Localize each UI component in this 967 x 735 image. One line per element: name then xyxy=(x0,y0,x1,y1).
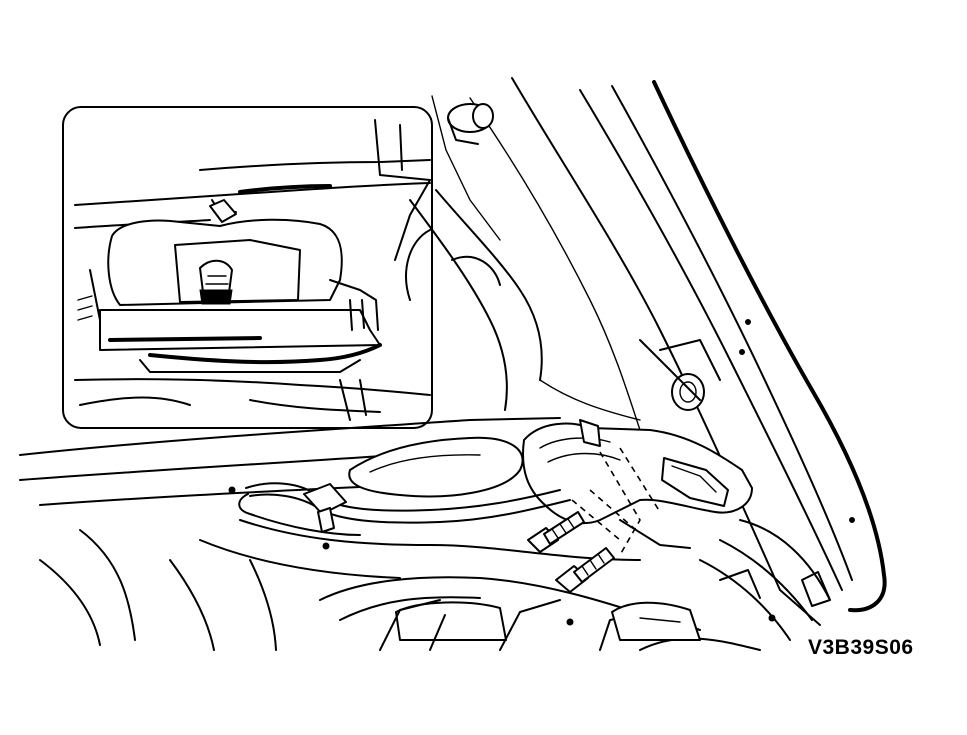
latch-assembly xyxy=(522,419,753,556)
figure-reference-code: V3B39S06 xyxy=(808,636,914,659)
inner-panel xyxy=(409,189,721,421)
bolt-lower xyxy=(555,547,615,593)
side-bumper xyxy=(671,373,705,411)
bolt-upper xyxy=(527,511,585,553)
lid-bumper xyxy=(447,103,494,145)
trunk-lid-outline xyxy=(431,77,887,626)
release-cable xyxy=(238,482,571,536)
inset-detail-view xyxy=(62,106,433,429)
trunk-body xyxy=(19,417,831,651)
